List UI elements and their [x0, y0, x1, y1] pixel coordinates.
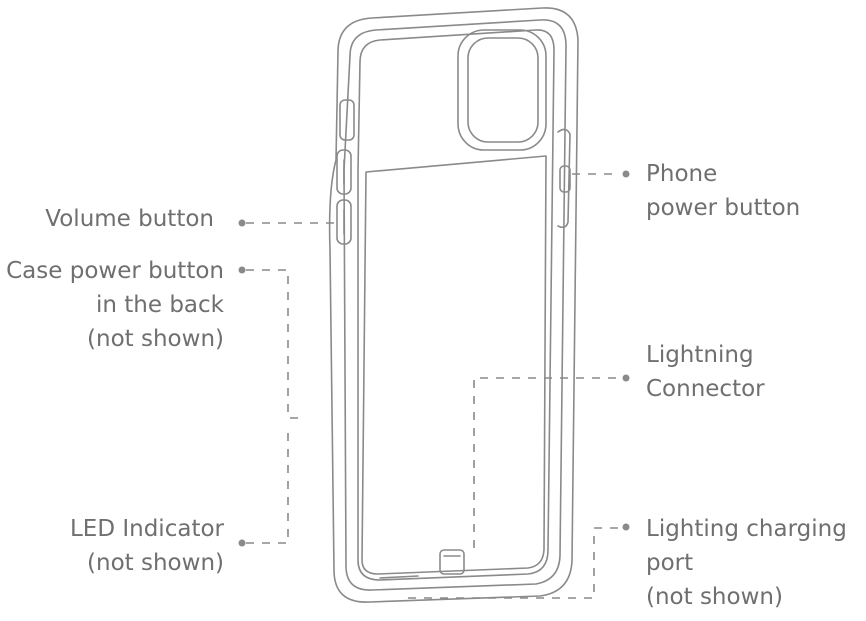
label-led-indicator-line1: LED Indicator	[69, 516, 224, 542]
dot-lightning	[622, 374, 630, 382]
label-case-power-button-line2: in the back	[96, 292, 224, 318]
label-phone-power-button-line2: power button	[646, 195, 801, 221]
camera-cutout	[457, 29, 547, 151]
label-lightning-connector: Lightning Connector	[646, 338, 765, 406]
label-case-power-button-line1: Case power button	[6, 258, 224, 284]
leader-led	[246, 430, 289, 544]
label-led-indicator: LED Indicator (not shown)	[70, 512, 224, 580]
leader-case-power	[246, 269, 302, 419]
dot-phone-power	[622, 170, 630, 178]
label-phone-power-button: Phone power button	[646, 157, 800, 225]
dot-led	[238, 539, 246, 547]
case-outline	[328, 7, 579, 603]
label-volume-button-line1: Volume button	[45, 206, 214, 232]
label-led-indicator-line2: (not shown)	[87, 550, 224, 576]
volume-buttons	[336, 99, 355, 245]
label-phone-power-button-line1: Phone	[646, 161, 718, 187]
leader-lightning	[473, 377, 620, 548]
phone-power-button-shape	[557, 128, 571, 229]
label-lighting-charging-port: Lighting charging port (not shown)	[646, 512, 847, 614]
label-lightning-connector-line1: Lightning	[646, 342, 754, 368]
lightning-connector-shape	[439, 549, 465, 575]
label-lighting-charging-port-line3: (not shown)	[646, 584, 783, 610]
label-lighting-charging-port-line2: port	[646, 550, 694, 576]
dot-volume	[238, 219, 246, 227]
label-lightning-connector-line2: Connector	[646, 376, 765, 402]
label-case-power-button: Case power button in the back (not shown…	[6, 254, 224, 356]
inner-panel	[361, 155, 547, 575]
dot-charging-port	[622, 523, 630, 531]
dot-case-power	[238, 266, 246, 274]
label-case-power-button-line3: (not shown)	[87, 326, 224, 352]
label-volume-button: Volume button	[45, 202, 214, 236]
label-lighting-charging-port-line1: Lighting charging	[646, 516, 847, 542]
